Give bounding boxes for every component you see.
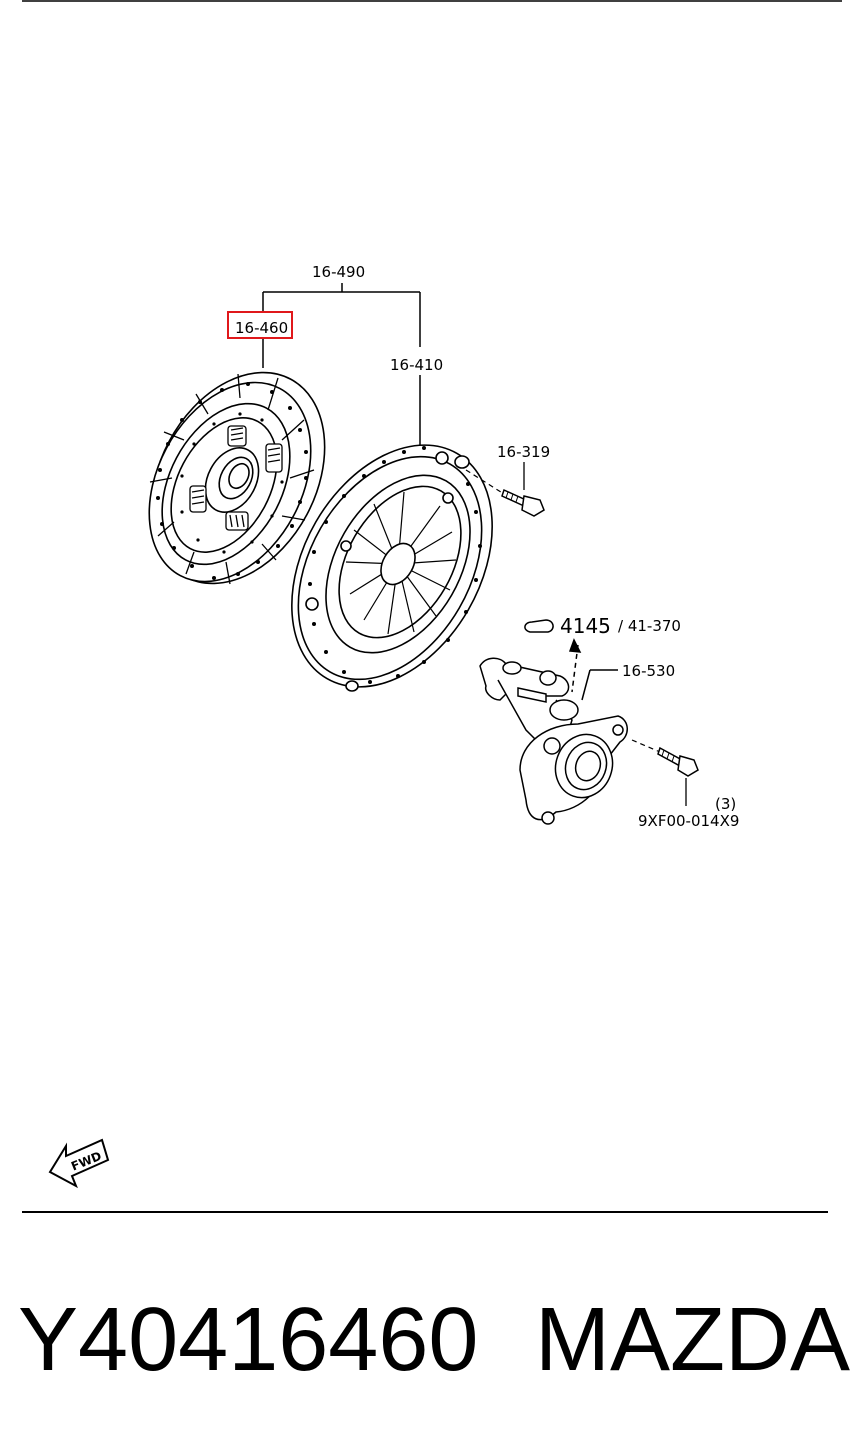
label-qty: (3)	[715, 795, 736, 813]
label-ref-a: 4145	[560, 614, 611, 638]
cover-bolt	[465, 462, 545, 517]
part-number: Y40416460	[18, 1290, 479, 1390]
label-bolt-part: 9XF00-014X9	[638, 812, 739, 830]
release-bearing	[479, 657, 628, 825]
label-release-bearing: 16-530	[622, 662, 675, 680]
highlight-box[interactable]	[227, 311, 293, 339]
label-bolt: 16-319	[497, 443, 550, 461]
label-disc: 16-460	[235, 319, 288, 337]
assembly-bracket	[262, 283, 421, 450]
bearing-bolt	[631, 739, 699, 806]
clutch-disc	[148, 371, 326, 585]
fwd-arrow-icon	[48, 1138, 110, 1189]
brand-name: MAZDA	[535, 1290, 850, 1390]
clutch-cover	[291, 444, 493, 692]
footer: Y40416460 MAZDA	[0, 1285, 864, 1405]
reference-arrow	[524, 619, 582, 693]
label-ref-b: / 41-370	[618, 617, 681, 635]
label-assembly: 16-490	[312, 263, 365, 281]
label-cover: 16-410	[390, 356, 443, 374]
